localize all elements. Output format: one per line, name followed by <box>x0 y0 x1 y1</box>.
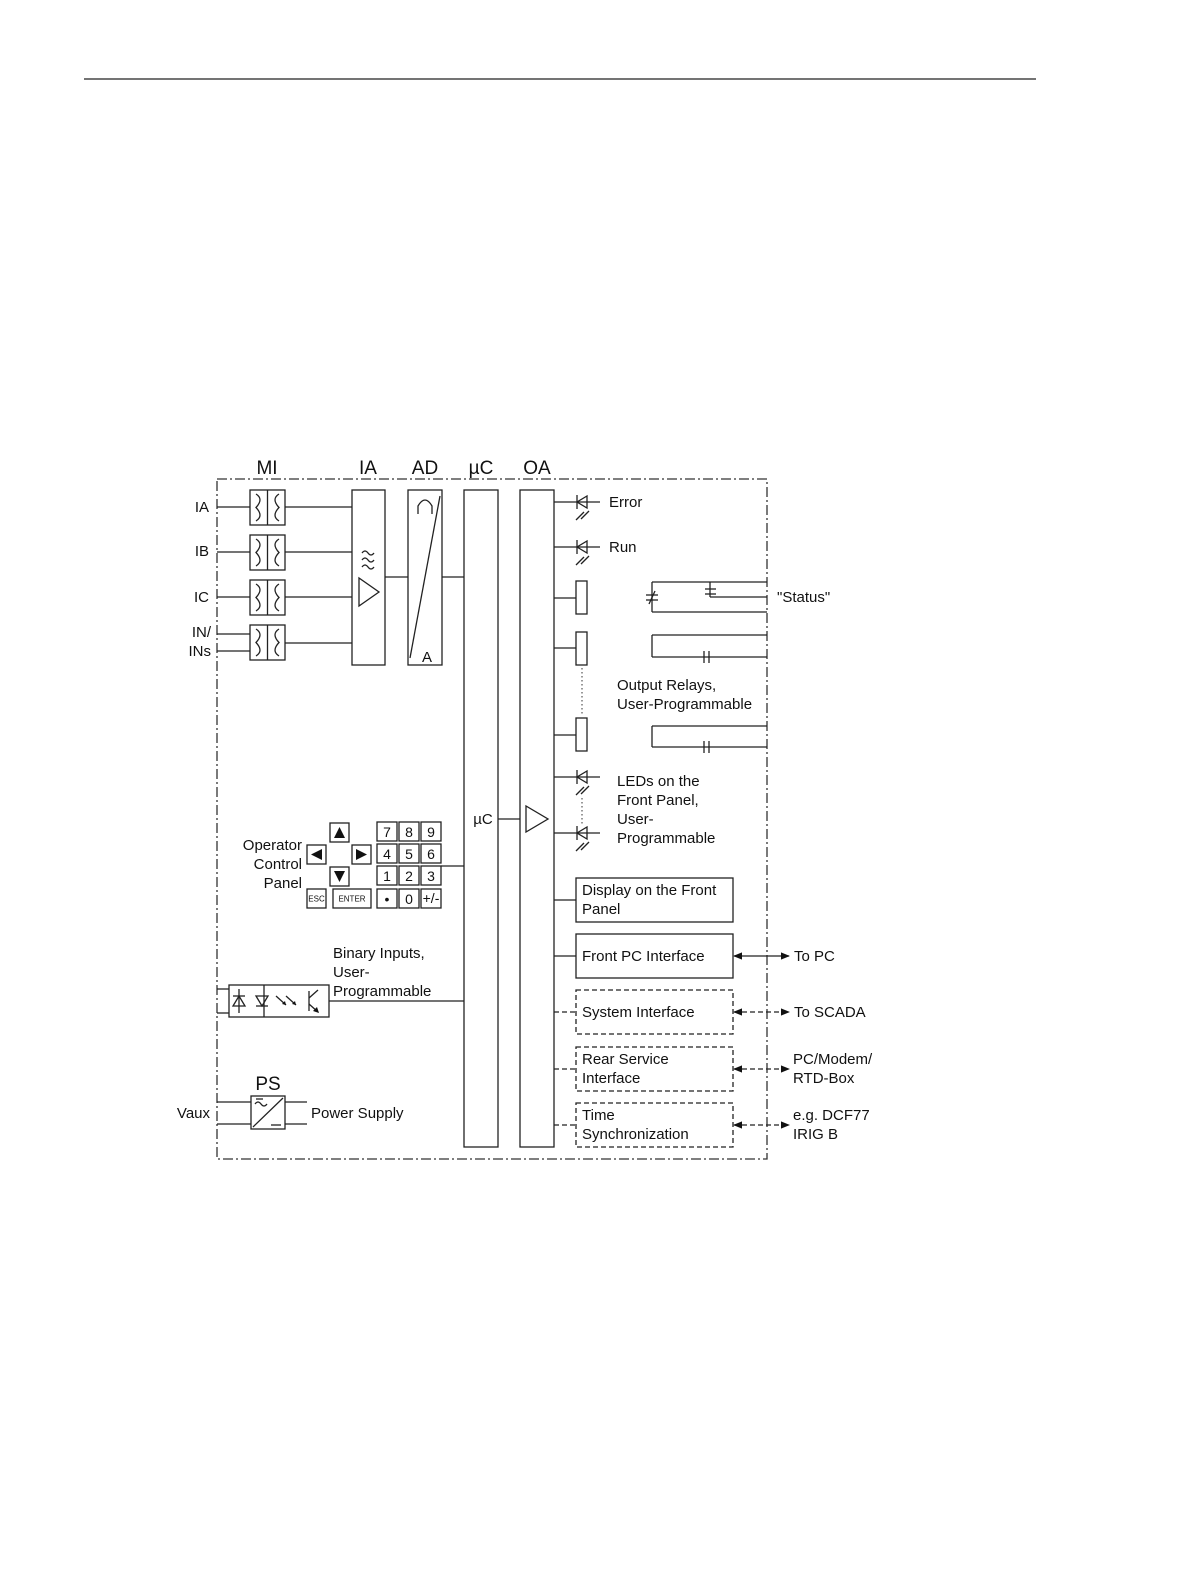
input-amplifier-block <box>351 489 386 666</box>
rear-service-interface-block <box>575 1046 734 1092</box>
to-pc-label: To PC <box>794 948 835 965</box>
key-7: 7 <box>383 824 391 840</box>
relays-label-line2: User-Programmable <box>617 696 752 713</box>
optocoupler <box>217 984 330 1018</box>
binary-label-line2: User- <box>333 964 370 981</box>
key-4: 4 <box>383 846 391 862</box>
key-enter: ENTER <box>338 895 365 904</box>
transformer-ia <box>249 489 286 526</box>
leds-label-line1: LEDs on the <box>617 773 700 790</box>
power-supply-block <box>217 1095 307 1130</box>
front-pc-interface-block <box>575 933 734 979</box>
led-programmable-n <box>554 825 600 852</box>
input-label-ins: INs <box>189 643 212 660</box>
key-6: 6 <box>427 846 435 862</box>
leds-label-line2: Front Panel, <box>617 792 699 809</box>
display-block <box>575 877 734 923</box>
binary-label-line3: Programmable <box>333 983 431 1000</box>
uc-label: µC <box>473 811 493 828</box>
operator-label-line3: Panel <box>264 875 302 892</box>
vaux-label: Vaux <box>177 1105 211 1122</box>
header-ia: IA <box>359 458 377 479</box>
microcontroller-bus <box>463 489 499 1148</box>
leds-label-line3: User- <box>617 811 654 828</box>
run-label: Run <box>609 539 637 556</box>
display-label-line1: Display on the Front <box>582 882 717 899</box>
header-oa: OA <box>523 458 551 479</box>
leds-label-line4: Programmable <box>617 830 715 847</box>
time-sync-block <box>575 1102 734 1148</box>
led-run <box>554 539 600 566</box>
transformer-ic <box>249 579 286 616</box>
input-label-in: IN/ <box>192 624 212 641</box>
input-label-ia: IA <box>195 499 209 516</box>
dcf-label-line1: e.g. DCF77 <box>793 1107 870 1124</box>
relay-output-n <box>554 717 767 753</box>
key-1: 1 <box>383 868 391 884</box>
ad-converter-block: A <box>407 489 443 666</box>
time-sync-label-line2: Synchronization <box>582 1126 689 1143</box>
arrow-keys <box>306 822 372 887</box>
rear-service-label-line1: Rear Service <box>582 1051 669 1068</box>
relays-label-line1: Output Relays, <box>617 677 716 694</box>
front-pc-interface-label: Front PC Interface <box>582 948 705 965</box>
rear-service-label-line2: Interface <box>582 1070 640 1087</box>
system-interface-label: System Interface <box>582 1004 695 1021</box>
key-3: 3 <box>427 868 435 884</box>
display-label-line2: Panel <box>582 901 620 918</box>
keypad <box>306 821 442 909</box>
key-2: 2 <box>405 868 413 884</box>
system-interface-block <box>575 989 734 1035</box>
transformer-in <box>249 624 286 661</box>
dcf-label-line2: IRIG B <box>793 1126 838 1143</box>
key-esc: ESC <box>308 895 325 904</box>
relay-status <box>554 580 767 615</box>
device-border <box>216 478 768 1160</box>
header-uc: µC <box>469 458 494 479</box>
to-scada-label: To SCADA <box>794 1004 866 1021</box>
key-plus-minus: +/- <box>423 890 440 906</box>
key-dot: • <box>385 891 390 907</box>
binary-label-line1: Binary Inputs, <box>333 945 425 962</box>
time-sync-label-line1: Time <box>582 1107 615 1124</box>
header-mi: MI <box>256 458 277 479</box>
status-label: "Status" <box>777 589 830 606</box>
operator-label-line1: Operator <box>243 837 302 854</box>
input-label-ic: IC <box>194 589 209 606</box>
input-wires <box>217 506 352 652</box>
pc-modem-label-line1: PC/Modem/ <box>793 1051 873 1068</box>
key-5: 5 <box>405 846 413 862</box>
relay-output-1 <box>554 631 767 666</box>
operator-label-line2: Control <box>254 856 302 873</box>
header-ad: AD <box>412 458 438 479</box>
transformer-ib <box>249 534 286 571</box>
power-supply-label: Power Supply <box>311 1105 404 1122</box>
pc-modem-label-line2: RTD-Box <box>793 1070 855 1087</box>
output-amplifier-bus <box>519 489 555 1148</box>
input-label-ib: IB <box>195 543 209 560</box>
error-label: Error <box>609 494 642 511</box>
led-programmable-1 <box>554 769 600 796</box>
ad-label: A <box>422 649 432 666</box>
header-ps: PS <box>255 1074 280 1095</box>
led-error <box>554 494 600 521</box>
key-0: 0 <box>405 891 413 907</box>
key-8: 8 <box>405 824 413 840</box>
key-9: 9 <box>427 824 435 840</box>
